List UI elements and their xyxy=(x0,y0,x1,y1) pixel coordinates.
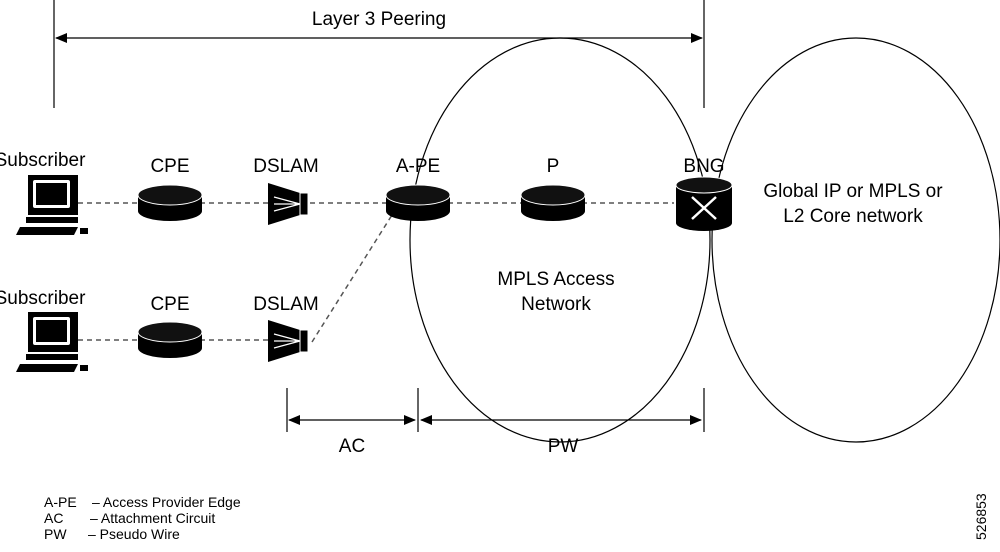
bng-label: BNG xyxy=(683,156,724,177)
ac-label: AC xyxy=(339,436,365,457)
legend-abbr-2: AC xyxy=(44,510,63,526)
cpe-1-router-icon xyxy=(137,184,203,222)
dslam-2-icon xyxy=(268,320,309,362)
cpe-2-label: CPE xyxy=(150,294,189,315)
core-network-cloud xyxy=(711,37,1000,443)
cpe-2-router-icon xyxy=(137,321,203,359)
dslam-1-label: DSLAM xyxy=(253,156,318,177)
bng-switch-router-icon xyxy=(675,176,733,231)
layer3-peering-label: Layer 3 Peering xyxy=(312,9,446,30)
core-network-label-line2: L2 Core network xyxy=(783,206,923,227)
legend: A-PE – Access Provider Edge AC – Attachm… xyxy=(44,494,241,542)
subscriber-2-label: Subscriber xyxy=(0,288,86,309)
dslam-2-label: DSLAM xyxy=(253,294,318,315)
ape-router-icon xyxy=(385,184,451,222)
core-network-label-line1: Global IP or MPLS or xyxy=(763,181,943,202)
mpls-access-label-line1: MPLS Access xyxy=(497,269,614,290)
dslam-1-icon xyxy=(268,183,309,225)
p-router-icon xyxy=(520,184,586,222)
figure-id: 526853 xyxy=(973,493,989,540)
mpls-access-cloud xyxy=(409,37,711,443)
cpe-1-label: CPE xyxy=(150,156,189,177)
subscriber-2-computer-icon xyxy=(16,312,88,372)
link-dslam2-ape xyxy=(311,214,393,343)
legend-abbr-1: A-PE xyxy=(44,494,77,510)
pw-label: PW xyxy=(548,436,579,457)
p-label: P xyxy=(547,156,560,177)
legend-abbr-3: PW xyxy=(44,526,67,542)
subscriber-1-computer-icon xyxy=(16,175,88,235)
subscriber-1-label: Subscriber xyxy=(0,150,86,171)
mpls-access-label-line2: Network xyxy=(521,294,591,315)
legend-desc-3: – Pseudo Wire xyxy=(88,526,180,542)
ape-label: A-PE xyxy=(396,156,440,177)
legend-desc-1: – Access Provider Edge xyxy=(92,494,241,510)
legend-desc-2: – Attachment Circuit xyxy=(90,510,215,526)
